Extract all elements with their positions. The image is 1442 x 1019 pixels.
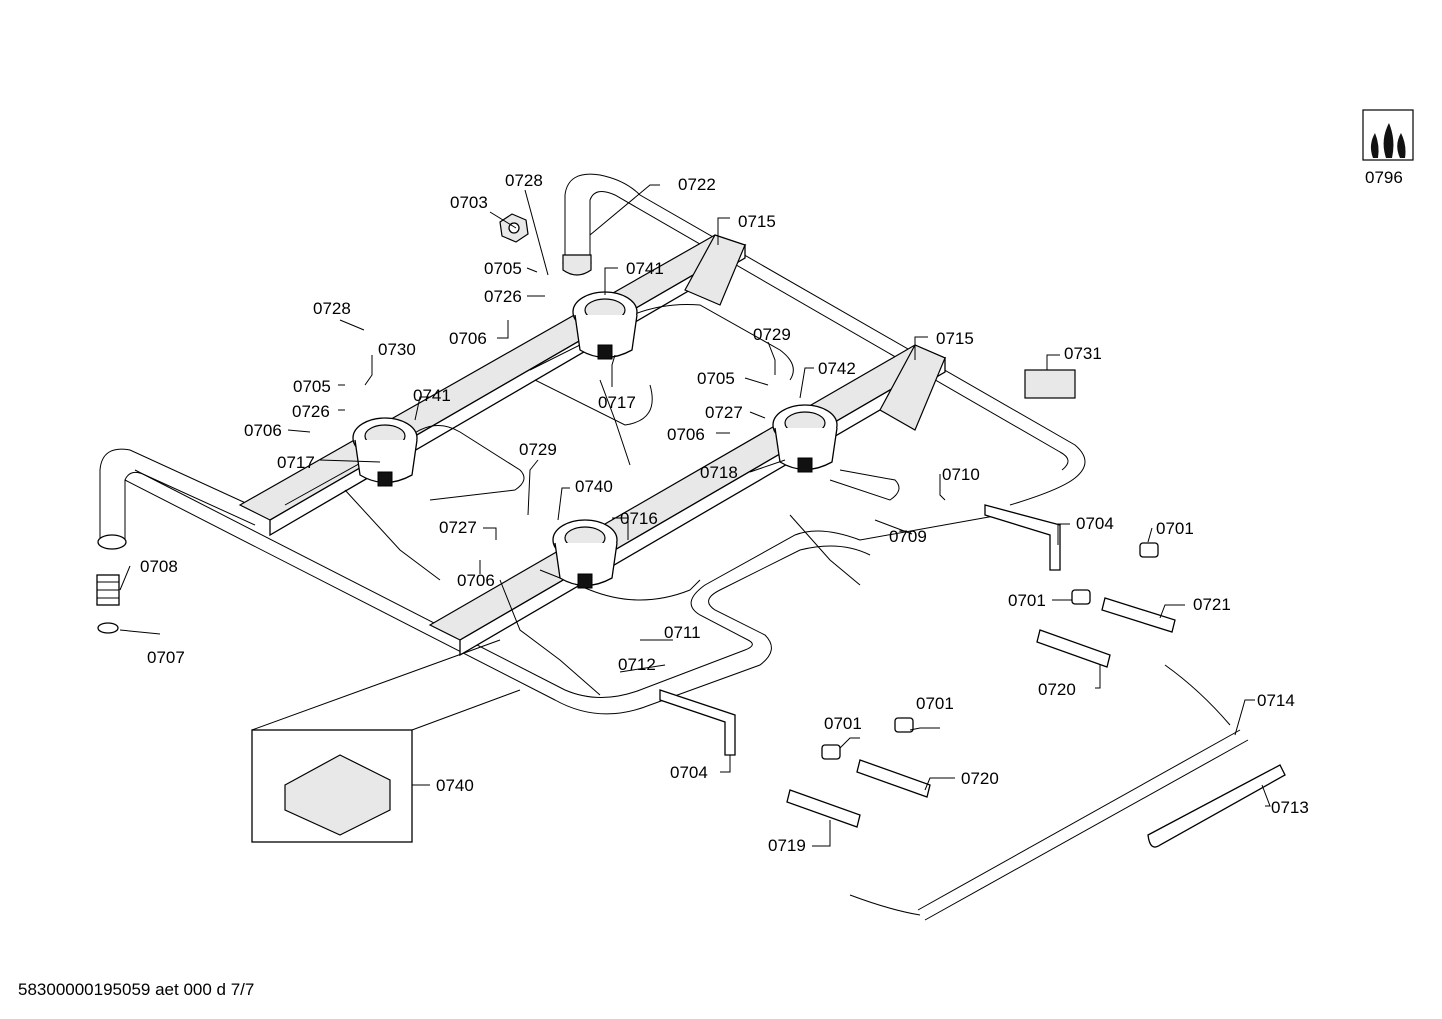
callout: 0708 <box>140 557 178 576</box>
callout: 0709 <box>889 527 927 546</box>
callout: 0719 <box>768 836 806 855</box>
callout: 0707 <box>147 648 185 667</box>
callout: 0720 <box>961 769 999 788</box>
burner-rear-right <box>772 404 838 473</box>
callout-labels: 0728 0703 0722 0715 0705 0741 0726 0706 … <box>140 168 1403 855</box>
callout: 0796 <box>1365 168 1403 187</box>
burner-rear-left <box>572 291 638 360</box>
callout: 0720 <box>1038 680 1076 699</box>
ignition-module-inset <box>251 639 521 843</box>
callout: 0714 <box>1257 691 1295 710</box>
callout: 0731 <box>1064 344 1102 363</box>
callout: 0740 <box>436 776 474 795</box>
gas-flames-icon <box>1362 109 1414 161</box>
callout: 0726 <box>292 402 330 421</box>
callout: 0729 <box>519 440 557 459</box>
drawing-reference-footer: 58300000195059 aet 000 d 7/7 <box>18 980 255 999</box>
burner-front-left <box>352 417 418 487</box>
callout: 0718 <box>700 463 738 482</box>
callout: 0701 <box>1008 591 1046 610</box>
callout: 0701 <box>916 694 954 713</box>
callout: 0728 <box>505 171 543 190</box>
callout: 0711 <box>664 623 701 642</box>
callout: 0716 <box>620 509 658 528</box>
callout: 0740 <box>575 477 613 496</box>
callout: 0721 <box>1193 595 1231 614</box>
callout: 0706 <box>457 571 495 590</box>
callout: 0730 <box>378 340 416 359</box>
callout: 0727 <box>439 518 477 537</box>
callout: 0706 <box>667 425 705 444</box>
callout: 0704 <box>670 763 708 782</box>
callout: 0728 <box>313 299 351 318</box>
callout: 0726 <box>484 287 522 306</box>
callout: 0704 <box>1076 514 1114 533</box>
callout: 0703 <box>450 193 488 212</box>
callout: 0717 <box>277 453 315 472</box>
callout: 0705 <box>293 377 331 396</box>
burner-front-center <box>552 519 618 589</box>
callout: 0722 <box>678 175 716 194</box>
callout: 0713 <box>1271 798 1309 817</box>
callout: 0741 <box>413 386 451 405</box>
leader-lines <box>119 184 1271 847</box>
callout: 0727 <box>705 403 743 422</box>
callout: 0701 <box>1156 519 1194 538</box>
callout: 0706 <box>244 421 282 440</box>
callout: 0715 <box>936 329 974 348</box>
callout: 0701 <box>824 714 862 733</box>
callout: 0741 <box>626 259 664 278</box>
callout: 0717 <box>598 393 636 412</box>
ignition-tubing <box>284 303 900 696</box>
main-gas-pipe <box>97 173 1086 715</box>
callout: 0715 <box>738 212 776 231</box>
callout: 0729 <box>753 325 791 344</box>
loose-parts <box>96 213 1286 921</box>
callout: 0705 <box>484 259 522 278</box>
callout: 0710 <box>942 465 980 484</box>
callout: 0706 <box>449 329 487 348</box>
callout: 0705 <box>697 369 735 388</box>
callout: 0742 <box>818 359 856 378</box>
callout: 0712 <box>618 655 656 674</box>
